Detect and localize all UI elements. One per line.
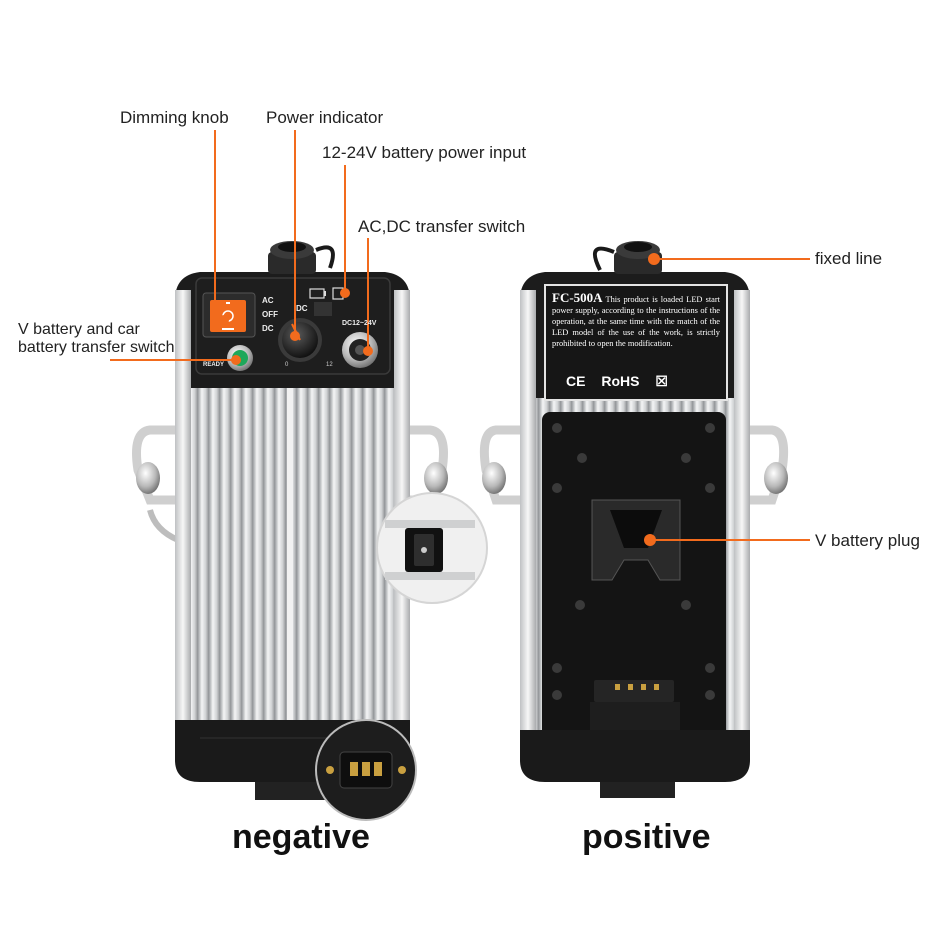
label-battery-input: 12-24V battery power input [322,143,527,162]
rohs-mark: RoHS [601,373,640,389]
weee-bin-icon: ☒ [655,373,668,389]
ce-mark: CE [566,373,586,389]
switch-label-dc: DC [262,324,274,333]
ready-label: READY [203,362,225,368]
switch-label-off: OFF [262,310,278,319]
knob-min-label: 0 [285,362,289,368]
left-handle [132,425,180,543]
label-v-battery-switch: V battery and car battery transfer switc… [18,321,175,357]
back-unit [479,241,789,798]
ac-socket-inset [315,719,417,821]
nameplate: FC-500A This product is loaded LED start… [552,290,720,349]
right-handle [405,425,448,505]
front-unit [132,241,488,821]
label-power-indicator: Power indicator [266,108,384,127]
dimming-knob[interactable] [278,318,322,362]
label-fixed-line: fixed line [815,249,883,268]
callout-dots [219,253,660,546]
label-dimming-knob: Dimming knob [120,108,229,127]
caption-positive: positive [582,818,711,856]
screw-holes [552,423,715,700]
label-v-battery-switch-line2: battery transfer switch [18,339,175,356]
model-number: FC-500A [552,290,603,305]
certifications: CE RoHS ☒ [566,373,680,390]
battery-contacts [594,680,674,702]
dc-input-label: DC12~24V [342,320,377,327]
ac-off-dc-rocker-switch[interactable] [202,292,256,338]
caption-negative: negative [232,818,370,856]
label-v-battery-plug: V battery plug [815,531,920,550]
label-ac-dc-switch: AC,DC transfer switch [358,217,526,236]
nameplate-description: This product is loaded LED start power s… [552,295,720,348]
knob-max-label: 12 [326,362,333,368]
toggle-slot [314,302,332,316]
switch-label-ac: AC [262,296,274,305]
side-switch-inset [376,492,488,604]
label-v-battery-switch-line1: V battery and car [18,321,140,338]
dc-label: DC [296,304,308,313]
